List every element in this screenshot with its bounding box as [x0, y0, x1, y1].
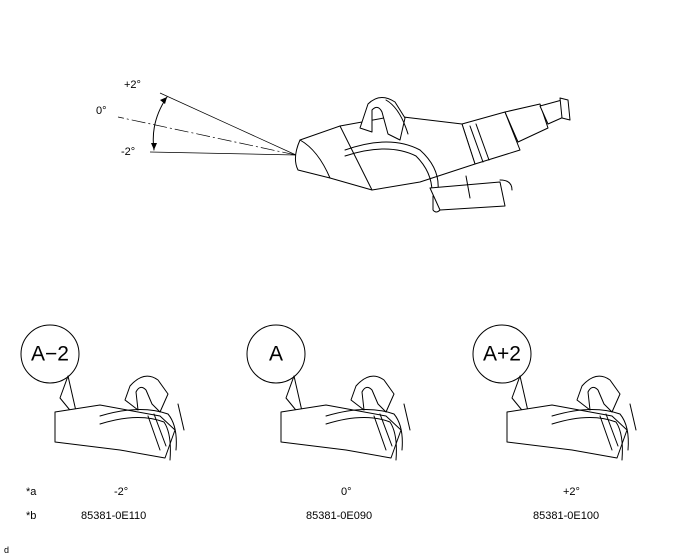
angle-cell-2: 0°	[341, 486, 352, 498]
sensor-clip	[359, 97, 406, 141]
angle-arc	[152, 96, 168, 151]
arc-arrowhead-top	[160, 97, 167, 104]
part-cell-2: 85381-0E090	[306, 510, 373, 522]
variant-illustration-1	[20, 324, 185, 461]
bubble-label-1: A−2	[31, 342, 69, 366]
row-key-b: *b	[26, 510, 37, 522]
angle-label-plus: +2°	[124, 79, 141, 91]
variant-illustration-2	[246, 324, 411, 461]
bubble-label-3: A+2	[483, 342, 521, 366]
part-cell-1: 85381-0E110	[81, 510, 147, 522]
main-sensor-illustration	[117, 92, 571, 213]
sensor-body	[294, 115, 476, 191]
angle-label-zero: 0°	[96, 105, 107, 117]
angle-line-zero	[117, 116, 297, 156]
footer-mark: d	[4, 545, 10, 555]
part-cell-3: 85381-0E100	[533, 510, 600, 522]
angle-cell-1: -2°	[114, 486, 129, 498]
angle-cell-3: +2°	[563, 486, 580, 498]
bubble-label-2: A	[268, 342, 284, 366]
row-key-a: *a	[26, 486, 37, 498]
variant-illustration-3	[472, 324, 637, 461]
angle-line-minus	[149, 151, 297, 156]
angle-line-plus	[159, 92, 297, 156]
angle-label-minus: -2°	[121, 146, 136, 158]
arc-arrowhead-bottom	[151, 143, 157, 150]
